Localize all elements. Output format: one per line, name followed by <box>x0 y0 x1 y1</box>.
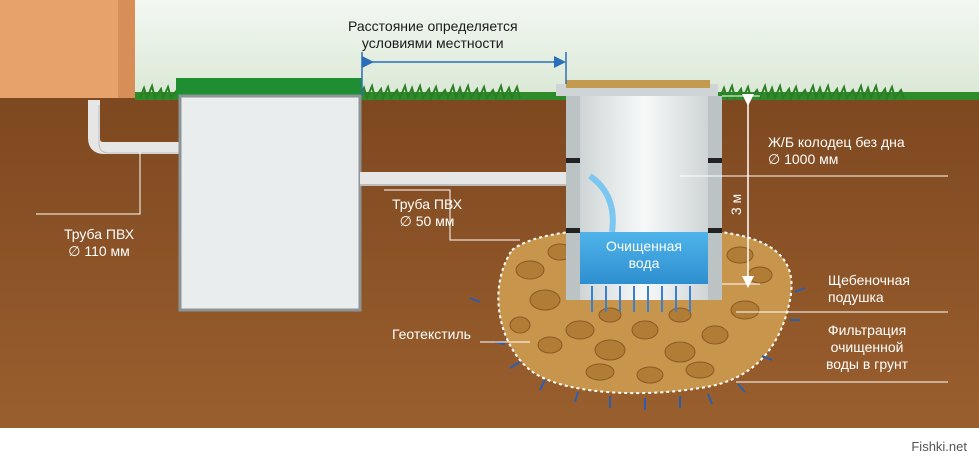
geotextile-label: Геотекстиль <box>392 326 471 342</box>
depth-dimension <box>722 94 760 288</box>
filtration-arrows <box>469 287 806 410</box>
pipe-50-label: Труба ПВХ ∅ 50 мм <box>392 196 463 229</box>
clean-water-label: Очищенная вода <box>606 238 682 271</box>
sky <box>0 0 979 100</box>
house-wall <box>0 0 135 100</box>
leader-lines <box>36 152 948 383</box>
gravel-label: Щебеночная подушка <box>828 272 911 305</box>
filtration-label: Фильтрация очищенной воды в грунт <box>826 322 909 372</box>
outlet-pipe-50 <box>360 172 590 186</box>
distance-label: Расстояние определяется условиями местно… <box>348 18 518 51</box>
watermark: Fishki.net <box>911 439 967 454</box>
clean-water <box>580 232 708 284</box>
septic-tank-lid <box>176 78 362 96</box>
water-stream <box>588 173 616 233</box>
septic-tank <box>178 94 362 312</box>
inlet-pipe-110 <box>88 100 182 154</box>
well-label: Ж/Б колодец без дна ∅ 1000 мм <box>768 134 905 167</box>
page-bottom <box>0 428 979 460</box>
distance-dimension <box>361 52 567 96</box>
seepage-lines <box>591 286 691 312</box>
depth-label: 3 м <box>728 193 745 216</box>
pipe-110-label: Труба ПВХ ∅ 110 мм <box>64 226 135 259</box>
house-wall-edge <box>118 0 135 100</box>
